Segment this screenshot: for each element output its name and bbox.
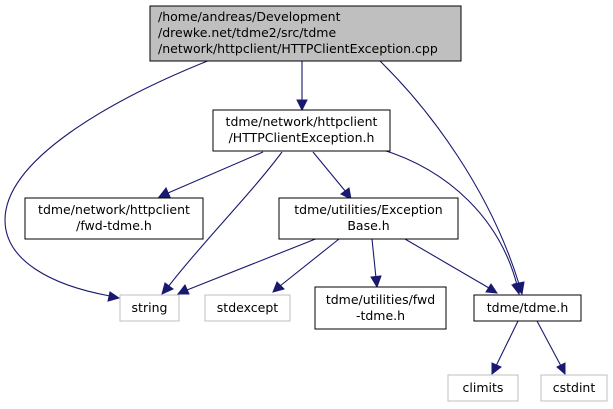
node-cstdint-label: cstdint	[553, 380, 596, 395]
node-stdexcept-label: stdexcept	[217, 300, 278, 315]
edge-httpclientexception-h-to-exceptionbase-h-arrowhead	[340, 187, 352, 200]
node-stdexcept-box	[204, 294, 291, 322]
edge-root-to-string	[4, 59, 211, 297]
node-fwd-tdme-httpclient[interactable]: tdme/network/httpclient /fwd-tdme.h	[24, 197, 204, 240]
node-stdexcept[interactable]: stdexcept	[204, 294, 291, 322]
node-cstdint[interactable]: cstdint	[540, 374, 608, 402]
node-cstdint-box	[540, 374, 608, 402]
node-fwd-tdme-httpclient-line-1: tdme/network/httpclient	[38, 202, 190, 217]
node-root-cpp[interactable]: /home/andreas/Development /drewke.net/td…	[149, 5, 462, 62]
node-string-label: string	[132, 300, 168, 315]
edge-httpclientexception-h-to-string-arrowhead	[161, 282, 174, 295]
edge-exceptionbase-h-to-stdexcept-arrowhead	[272, 281, 285, 293]
edges	[4, 59, 566, 376]
edge-exceptionbase-h-to-string	[186, 237, 319, 291]
edge-root-to-httpclientexception-h-arrowhead	[296, 99, 308, 112]
node-fwd-tdme-utilities-box	[314, 286, 447, 330]
node-exceptionbase-h-line-1: tdme/utilities/Exception	[294, 202, 442, 217]
node-tdme-h-label: tdme/tdme.h	[487, 300, 569, 315]
node-climits[interactable]: climits	[447, 374, 519, 402]
node-exceptionbase-h[interactable]: tdme/utilities/Exception Base.h	[278, 197, 459, 240]
node-httpclientexception-h-line-1: tdme/network/httpclient	[226, 114, 378, 129]
node-tdme-h[interactable]: tdme/tdme.h	[473, 294, 582, 322]
edge-tdme-h-to-cstdint	[536, 320, 562, 367]
edge-tdme-h-to-climits	[495, 320, 519, 367]
node-httpclientexception-h-line-2: /HTTPClientException.h	[229, 130, 375, 145]
node-string-box	[119, 294, 180, 322]
node-fwd-tdme-utilities-line-1: tdme/utilities/fwd	[326, 292, 435, 307]
node-exceptionbase-h-line-2: Base.h	[347, 218, 389, 233]
node-tdme-h-box	[473, 294, 582, 322]
edge-exceptionbase-h-to-fwd-tdme-utilities	[371, 238, 377, 279]
node-httpclientexception-h-box	[212, 109, 391, 152]
node-fwd-tdme-utilities-line-2: -tdme.h	[356, 308, 405, 323]
edge-httpclientexception-h-to-fwd-tdme-httpclient	[167, 151, 264, 194]
edge-exceptionbase-h-to-stdexcept	[279, 238, 340, 287]
edge-exceptionbase-h-to-string-arrowhead	[176, 284, 190, 295]
node-root-line-2: /drewke.net/tdme2/src/tdme	[158, 25, 336, 40]
edge-httpclientexception-h-to-fwd-tdme-httpclient-arrowhead	[157, 187, 171, 198]
edge-httpclientexception-h-to-exceptionbase-h	[312, 151, 347, 193]
edge-exceptionbase-h-to-fwd-tdme-utilities-arrowhead	[370, 275, 382, 289]
node-root-line-3: /network/httpclient/HTTPClientException.…	[158, 41, 438, 56]
edge-exceptionbase-h-to-tdme-h	[404, 238, 490, 289]
node-fwd-tdme-httpclient-line-2: /fwd-tdme.h	[76, 218, 152, 233]
node-string[interactable]: string	[119, 294, 180, 322]
node-climits-box	[447, 374, 519, 402]
edge-httpclientexception-h-to-string	[167, 151, 283, 288]
node-fwd-tdme-httpclient-box	[24, 197, 204, 240]
edge-tdme-h-to-climits-arrowhead	[491, 362, 502, 376]
node-root-box	[149, 5, 462, 62]
edge-exceptionbase-h-to-tdme-h-arrowhead	[485, 283, 498, 294]
node-exceptionbase-h-box	[278, 197, 459, 240]
node-httpclientexception-h[interactable]: tdme/network/httpclient /HTTPClientExcep…	[212, 109, 391, 152]
edge-root-to-tdme-h	[379, 60, 520, 285]
node-root-line-1: /home/andreas/Development	[158, 9, 341, 24]
edge-tdme-h-to-cstdint-arrowhead	[556, 362, 566, 376]
node-climits-label: climits	[463, 380, 504, 395]
edge-httpclientexception-h-to-tdme-h	[379, 148, 518, 286]
edge-httpclientexception-h-to-tdme-h-arrowhead	[511, 282, 522, 296]
node-fwd-tdme-utilities[interactable]: tdme/utilities/fwd -tdme.h	[314, 286, 447, 330]
edge-root-to-string-arrowhead	[107, 291, 121, 302]
